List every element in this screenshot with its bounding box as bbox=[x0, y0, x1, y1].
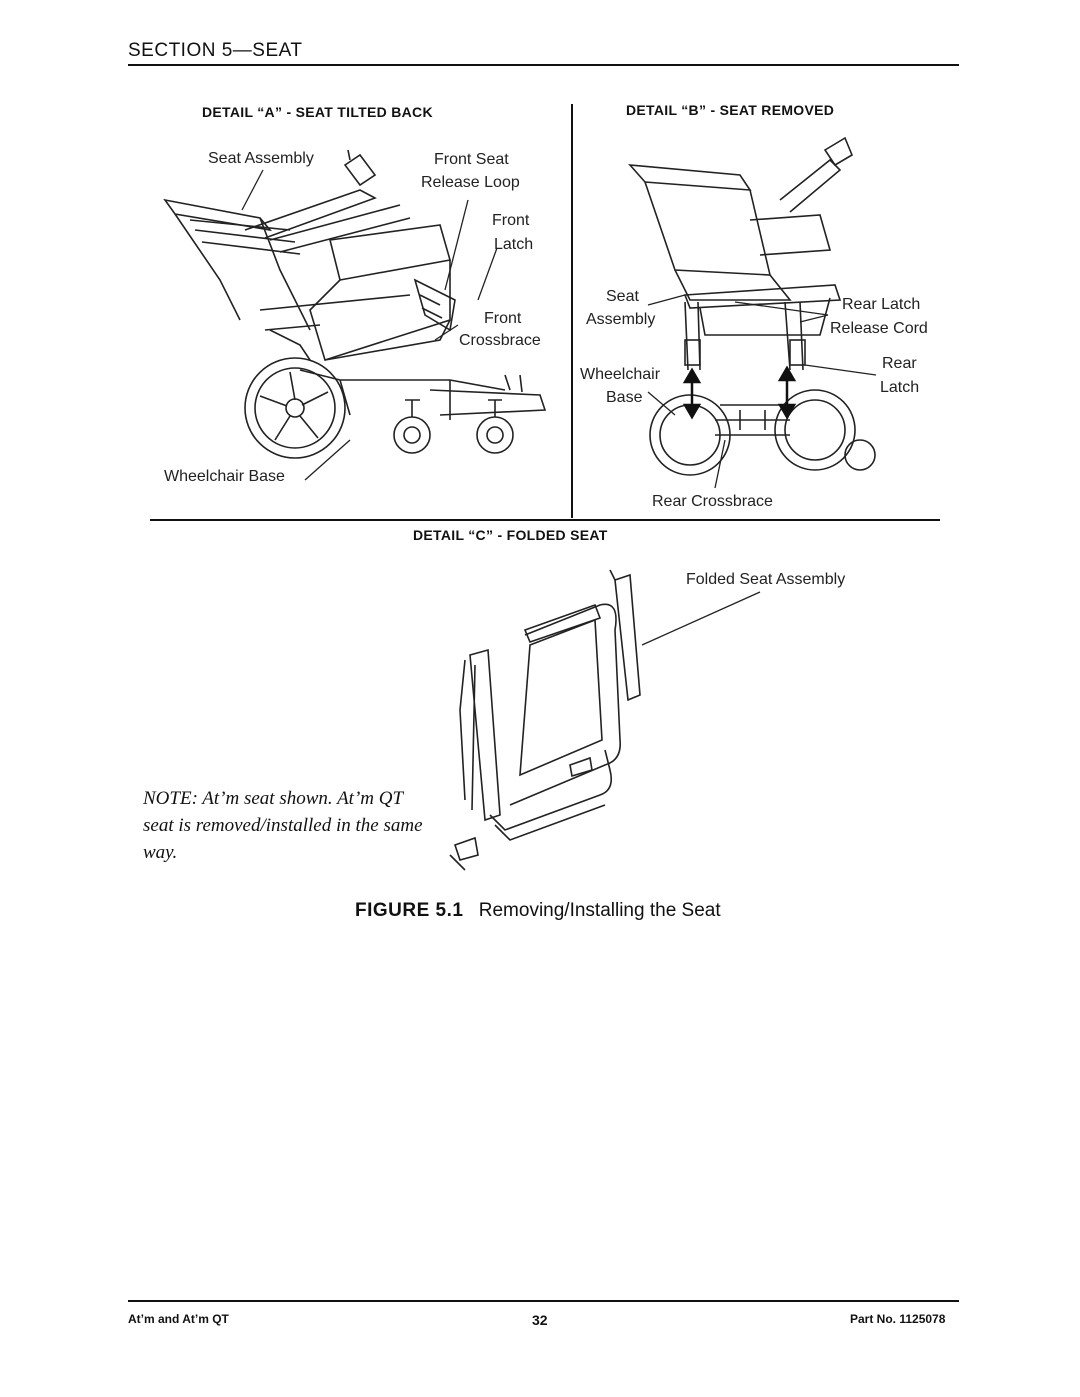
figure-number: FIGURE 5.1 bbox=[355, 900, 464, 921]
label-rear-crossbrace: Rear Crossbrace bbox=[652, 493, 773, 510]
detail-c-title: DETAIL “C” - FOLDED SEAT bbox=[413, 527, 608, 543]
label-front-seat-release-loop-line1: Front Seat bbox=[434, 151, 509, 168]
section-title: SECTION 5—SEAT bbox=[128, 40, 303, 61]
label-rear-latch-release-cord-line1: Rear Latch bbox=[842, 296, 921, 313]
footer-page-number: 32 bbox=[532, 1312, 548, 1328]
figure-title: Removing/Installing the Seat bbox=[478, 900, 721, 921]
label-seat-assembly: Seat Assembly bbox=[208, 150, 314, 167]
label-wheelchair-base: Wheelchair Base bbox=[164, 468, 285, 485]
footer-part-number: Part No. 1125078 bbox=[850, 1312, 946, 1326]
label-b-seat-line2: Assembly bbox=[586, 311, 656, 328]
detail-a-illustration bbox=[163, 149, 547, 481]
footer-rule bbox=[128, 1300, 959, 1302]
detail-divider-horizontal bbox=[150, 519, 940, 521]
figure-caption: FIGURE 5.1 Removing/Installing the Seat bbox=[355, 900, 721, 922]
label-rear-latch-release-cord-line2: Release Cord bbox=[830, 320, 928, 337]
header-rule bbox=[128, 64, 959, 66]
note-text: NOTE: At’m seat shown. At’m QT seat is r… bbox=[143, 788, 423, 863]
label-front-crossbrace-line2: Crossbrace bbox=[459, 332, 541, 349]
detail-b-illustration bbox=[628, 136, 877, 489]
label-rear-latch-line2: Latch bbox=[880, 379, 920, 396]
label-folded-seat-assembly: Folded Seat Assembly bbox=[686, 571, 846, 588]
label-b-wheelchair-base-line2: Base bbox=[606, 389, 643, 406]
detail-divider-vertical bbox=[571, 104, 573, 518]
footer-product: At’m and At’m QT bbox=[128, 1312, 229, 1326]
label-front-crossbrace-line1: Front bbox=[484, 310, 522, 327]
label-b-wheelchair-base-line1: Wheelchair bbox=[580, 366, 661, 383]
label-b-seat-line1: Seat bbox=[606, 288, 639, 305]
label-front-seat-release-loop-line2: Release Loop bbox=[421, 174, 520, 191]
label-rear-latch-line1: Rear bbox=[882, 355, 917, 372]
label-front-latch-line2: Latch bbox=[494, 236, 534, 253]
detail-b-title: DETAIL “B” - SEAT REMOVED bbox=[626, 102, 835, 118]
label-front-latch-line1: Front bbox=[492, 212, 530, 229]
detail-c-illustration bbox=[449, 569, 761, 871]
detail-a-title: DETAIL “A” - SEAT TILTED BACK bbox=[202, 104, 433, 120]
